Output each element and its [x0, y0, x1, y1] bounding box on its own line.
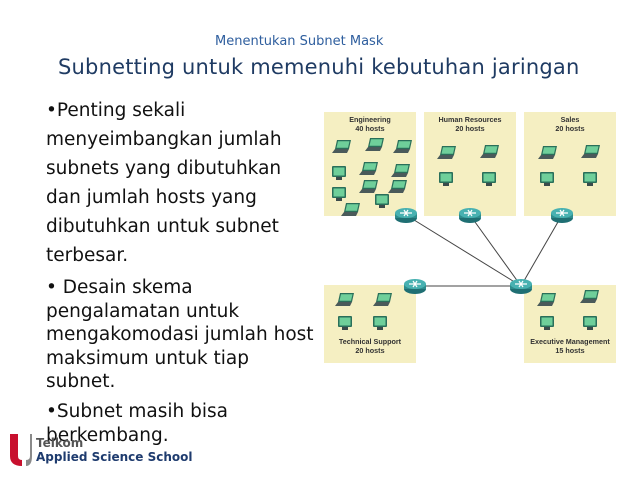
network-links: [405, 214, 563, 287]
slide-title: Subnetting untuk memenuhi kebutuhan jari…: [58, 55, 580, 79]
telkom-logo-icon: [10, 434, 32, 466]
tech-support-label: Technical Support: [339, 337, 402, 346]
router-icon: [550, 207, 574, 224]
bullet-item: •Subnet masih bisa berkembang.: [46, 400, 228, 446]
exec-mgmt-panel: [524, 285, 616, 363]
bullet-list: •Penting sekali menyeimbangkan jumlah su…: [46, 96, 316, 448]
engineering-hosts: 40 hosts: [355, 124, 384, 133]
router-icon: [394, 207, 418, 224]
hr-panel: [424, 112, 516, 216]
router-icon: [403, 278, 427, 295]
logo-line2: Applied Science School: [36, 450, 193, 464]
tech-support-hosts: 20 hosts: [355, 346, 384, 355]
sales-panel: [524, 112, 616, 216]
router-icon: [458, 207, 482, 224]
sales-label: Sales: [561, 115, 580, 124]
sales-hosts: 20 hosts: [555, 124, 584, 133]
slide-header: Menentukan Subnet Mask: [215, 34, 384, 49]
exec-mgmt-hosts: 15 hosts: [555, 346, 584, 355]
network-diagram: Engineering 40 hosts Human Resources 20 …: [324, 112, 616, 363]
router-icon: [509, 278, 533, 295]
bullet-item: •Penting sekali menyeimbangkan jumlah su…: [46, 100, 282, 266]
exec-mgmt-label: Executive Management: [530, 337, 610, 346]
hr-hosts: 20 hosts: [455, 124, 484, 133]
hr-label: Human Resources: [438, 115, 501, 124]
logo-line1: Telkom: [36, 436, 84, 450]
engineering-label: Engineering: [349, 115, 391, 124]
bullet-item: • Desain skema pengalamatan untuk mengak…: [46, 277, 314, 392]
